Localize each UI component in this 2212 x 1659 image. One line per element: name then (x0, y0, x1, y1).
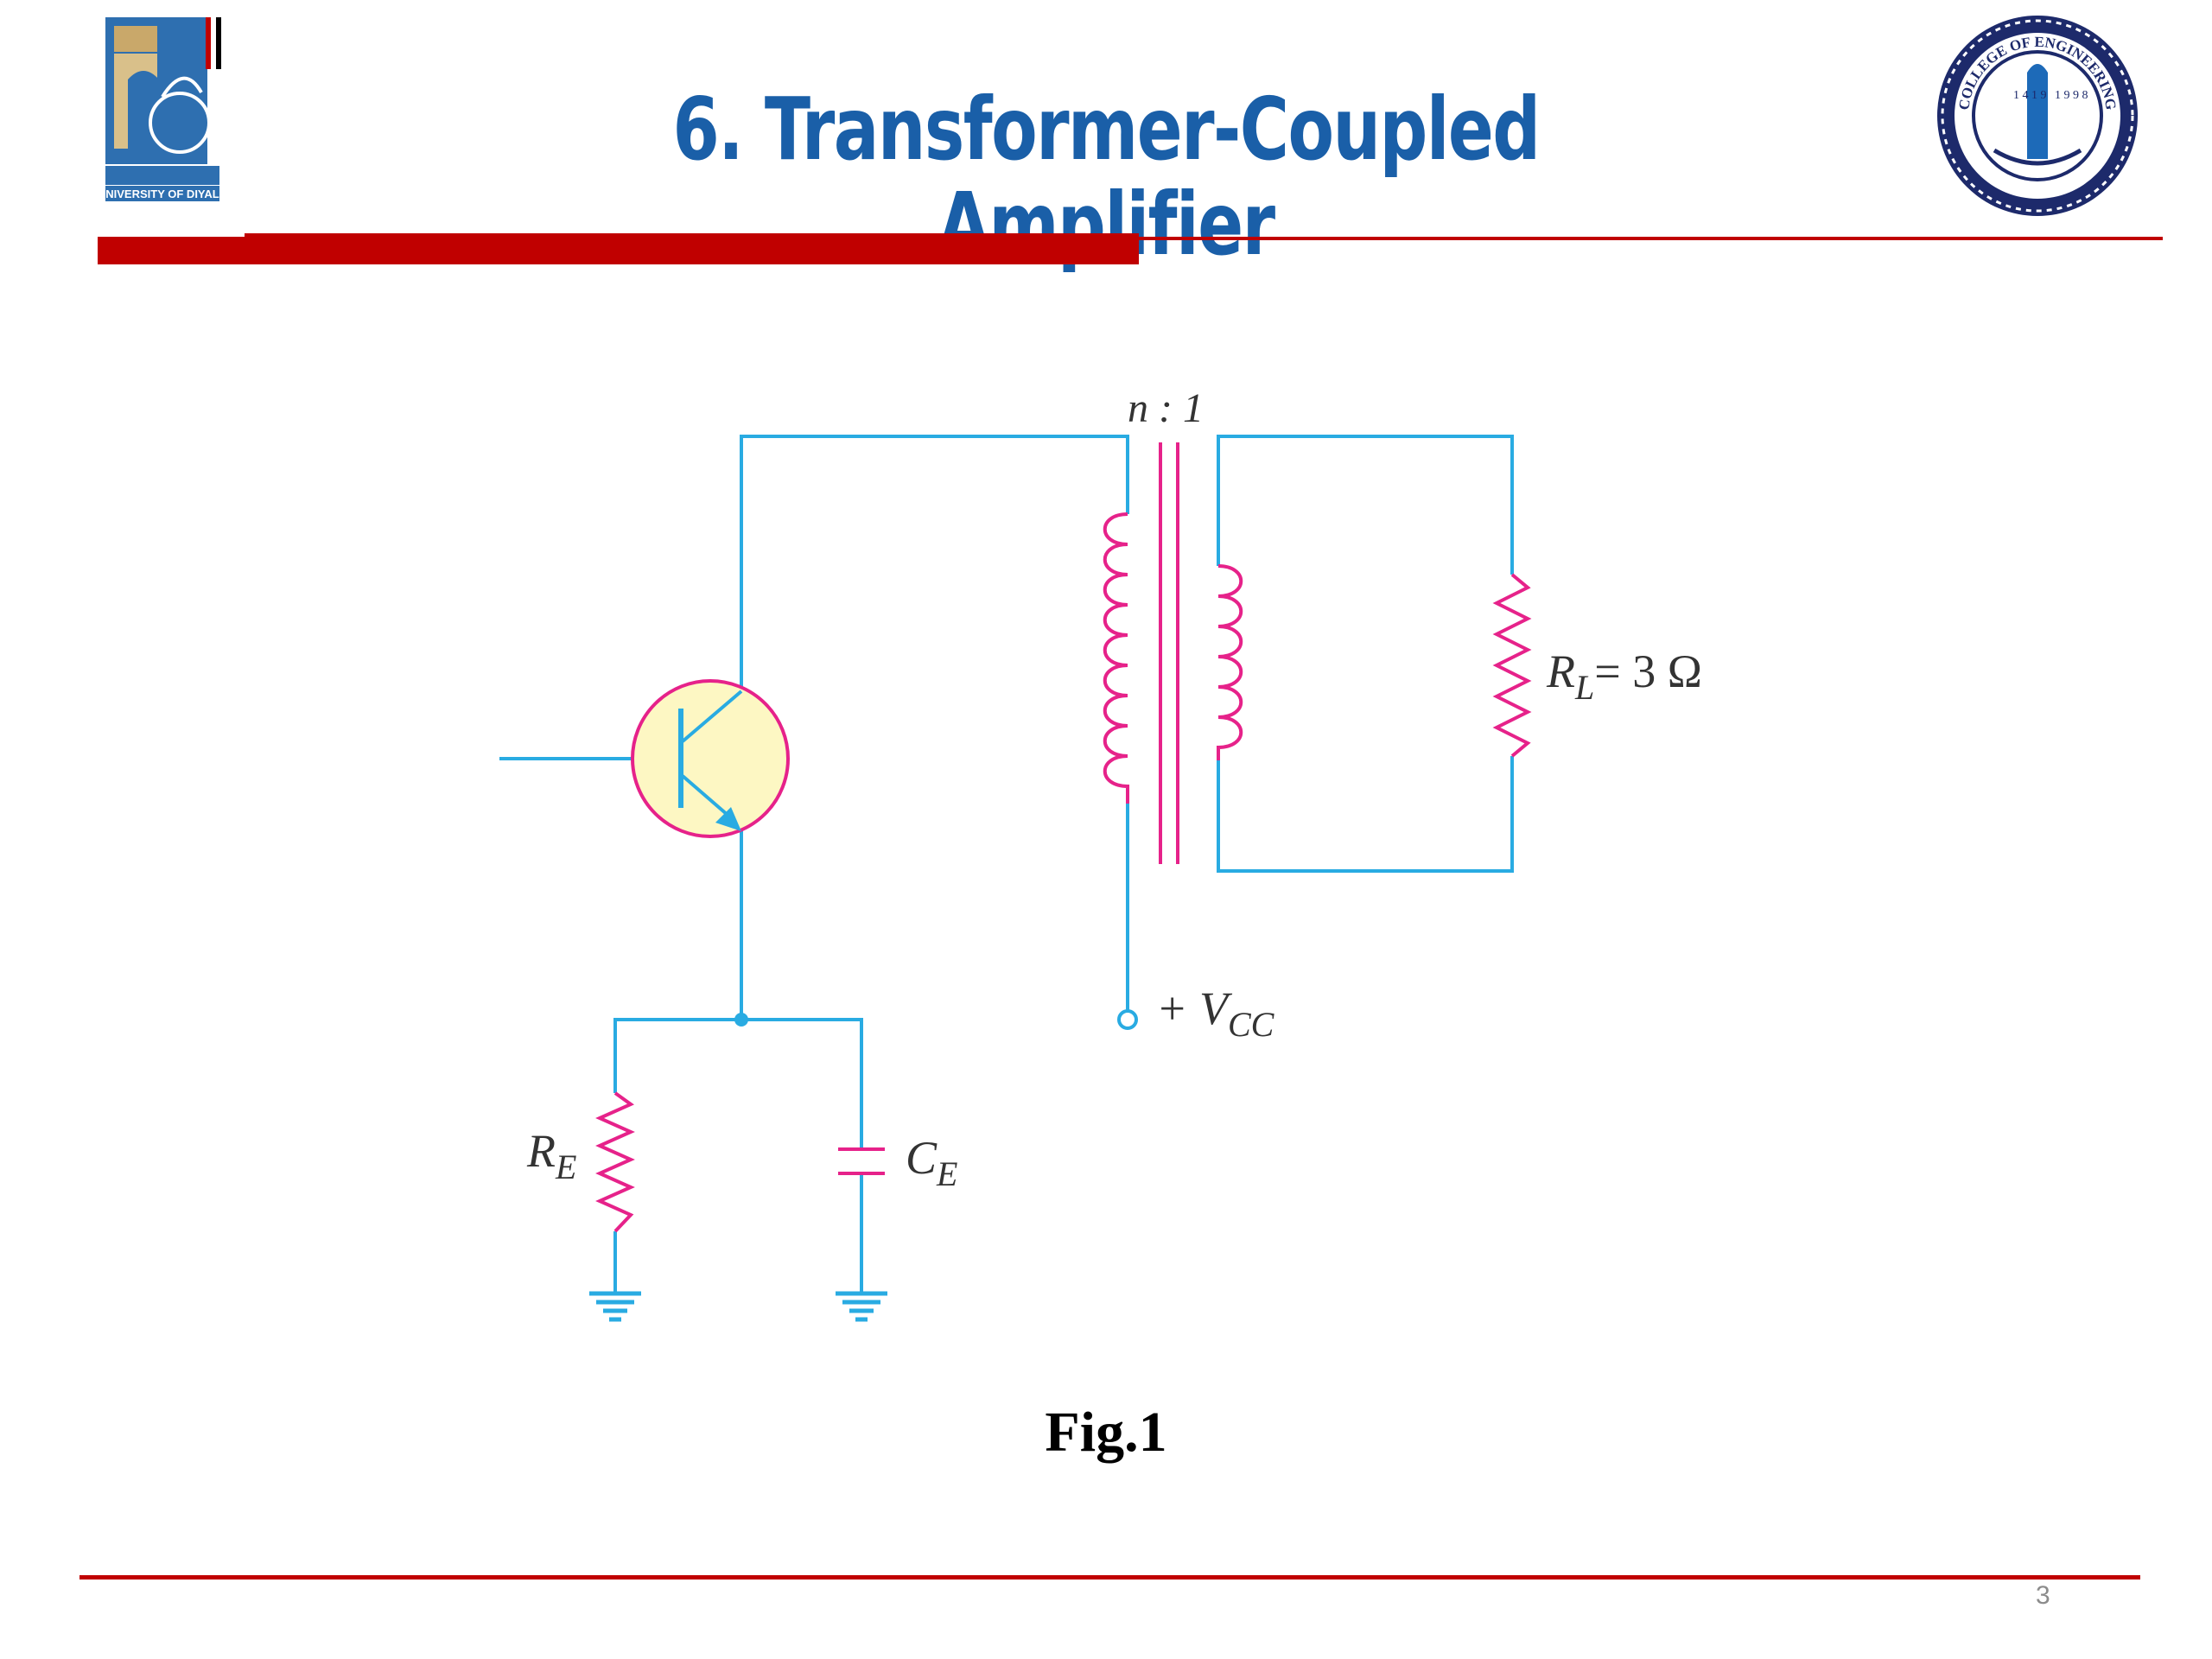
wire-secondary-bottom (1217, 756, 1514, 873)
wire-collector-to-primary (740, 435, 1129, 691)
wire-secondary-top (1217, 435, 1514, 575)
university-logo-text: UNIVERSITY OF DIYALA (102, 188, 223, 200)
vcc-terminal (1117, 1009, 1138, 1030)
college-seal-logo: 1 4 1 9 1 9 9 8 COLLEGE OF ENGINEERING (1937, 16, 2138, 216)
npn-transistor (631, 679, 790, 838)
emitter-arrow-icon (715, 807, 741, 831)
turns-ratio-label: n : 1 (1128, 385, 1204, 431)
rl-subscript: L (1574, 668, 1594, 707)
transformer-core (1159, 442, 1179, 864)
ce-symbol: C (906, 1132, 938, 1184)
rl-value: = 3 Ω (1594, 645, 1702, 697)
vcc-subscript: CC (1228, 1005, 1275, 1044)
footer-rule (79, 1575, 2140, 1580)
emitter-capacitor (838, 1147, 885, 1175)
ce-subscript: E (936, 1154, 957, 1193)
re-subscript: E (555, 1147, 576, 1186)
vcc-label: + VCC (1156, 982, 1275, 1044)
ground-icon (836, 1291, 887, 1322)
re-label: RE (526, 1125, 576, 1186)
load-resistor (1492, 573, 1532, 758)
svg-text:1 9 9 8: 1 9 9 8 (2055, 89, 2088, 102)
page-number: 3 (2036, 1581, 2050, 1610)
transformer-secondary-coil (1217, 564, 1243, 760)
wire-node-to-re (613, 1018, 741, 1093)
header-rule-notch (98, 226, 245, 237)
transformer-primary-coil (1103, 512, 1129, 804)
junction-node (734, 1013, 748, 1027)
ground-icon (589, 1291, 641, 1322)
emitter-resistor (595, 1091, 635, 1233)
figure-caption: Fig.1 (1045, 1401, 1167, 1464)
university-logo: UNIVERSITY OF DIYALA (102, 10, 223, 205)
circuit-wires (499, 435, 1514, 1292)
rl-label: RL= 3 Ω (1546, 645, 1702, 707)
rl-symbol: R (1546, 645, 1575, 697)
ce-label: CE (906, 1132, 957, 1193)
wire-node-to-ce (741, 1018, 863, 1149)
re-symbol: R (526, 1125, 556, 1177)
vcc-prefix: + V (1156, 982, 1233, 1034)
svg-text:1 4 1 9: 1 4 1 9 (2013, 89, 2047, 102)
header-rule-thick (98, 233, 1139, 264)
